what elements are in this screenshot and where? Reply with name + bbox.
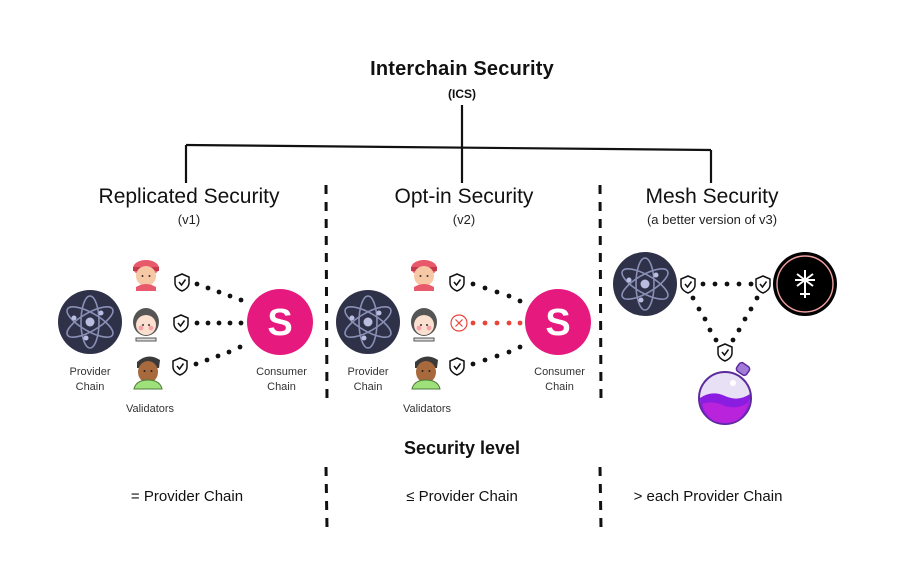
mesh-security-diagram	[612, 251, 837, 425]
shield-check-icon	[173, 314, 189, 333]
validators-label: Validators	[125, 403, 175, 415]
consumer-chain-label: Consumer Chain	[522, 365, 597, 395]
consumer-chain-icon	[525, 289, 591, 355]
consumer-chain-label: Consumer Chain	[244, 365, 319, 395]
opt-in-security-level: ≤ Provider Chain	[406, 488, 518, 505]
provider-chain-label-line2: Chain	[353, 381, 383, 393]
opt-out-x-icon	[450, 314, 468, 332]
consumer-chain-label-line2: Chain	[267, 381, 296, 393]
cosmos-hub-chain-icon	[612, 251, 678, 317]
validator-girl-avatar	[410, 307, 438, 342]
validators-label: Validators	[402, 403, 452, 415]
mesh-security-version: (a better version of v3)	[646, 212, 778, 227]
replicated-security-diagram	[57, 260, 313, 390]
opt-in-security-version: (v2)	[452, 212, 476, 227]
osmosis-chain-icon	[698, 361, 752, 425]
shield-check-icon	[717, 343, 733, 362]
shield-check-icon	[172, 357, 188, 376]
validator-girl-avatar	[132, 307, 160, 342]
shield-check-icon	[174, 273, 190, 292]
page-title: Interchain Security	[370, 58, 554, 80]
replicated-security-level: = Provider Chain	[130, 488, 244, 505]
opt-out-connection-dots	[470, 320, 523, 326]
validator-cap-avatar	[133, 260, 159, 291]
validator-hoodie-avatar	[133, 355, 163, 390]
column-divider-left	[324, 184, 329, 529]
consumer-chain-label-line1: Consumer	[256, 366, 307, 378]
mesh-security-title: Mesh Security	[645, 185, 779, 208]
mesh-security-level: > each Provider Chain	[633, 488, 783, 505]
juno-chain-icon	[773, 252, 837, 316]
consumer-chain-icon	[247, 289, 313, 355]
provider-chain-label-line1: Provider	[69, 366, 111, 378]
mesh-connection-dots	[690, 281, 760, 343]
shield-check-icon	[755, 275, 771, 294]
validator-hoodie-avatar	[411, 355, 441, 390]
provider-chain-label-line2: Chain	[75, 381, 105, 393]
shield-check-icon	[449, 273, 465, 292]
security-level-heading: Security level	[403, 438, 521, 458]
replicated-security-version: (v1)	[177, 212, 201, 227]
hierarchy-connector	[184, 105, 713, 183]
provider-chain-cosmos-icon	[57, 289, 123, 355]
provider-chain-label-line1: Provider	[347, 366, 389, 378]
validator-connection-dots	[470, 281, 523, 367]
opt-in-security-title: Opt-in Security	[394, 185, 534, 208]
consumer-chain-label-line2: Chain	[545, 381, 574, 393]
validator-connection-dots	[193, 281, 244, 367]
provider-chain-label: Provider Chain	[55, 365, 125, 395]
opt-in-security-diagram	[335, 260, 591, 390]
shield-check-icon	[680, 275, 696, 294]
column-divider-right	[598, 184, 603, 529]
provider-chain-label: Provider Chain	[333, 365, 403, 395]
shield-check-icon	[449, 357, 465, 376]
provider-chain-cosmos-icon	[335, 289, 401, 355]
replicated-security-title: Replicated Security	[98, 185, 280, 208]
consumer-chain-label-line1: Consumer	[534, 366, 585, 378]
page-subtitle: (ICS)	[448, 87, 476, 101]
validator-cap-avatar	[411, 260, 437, 291]
